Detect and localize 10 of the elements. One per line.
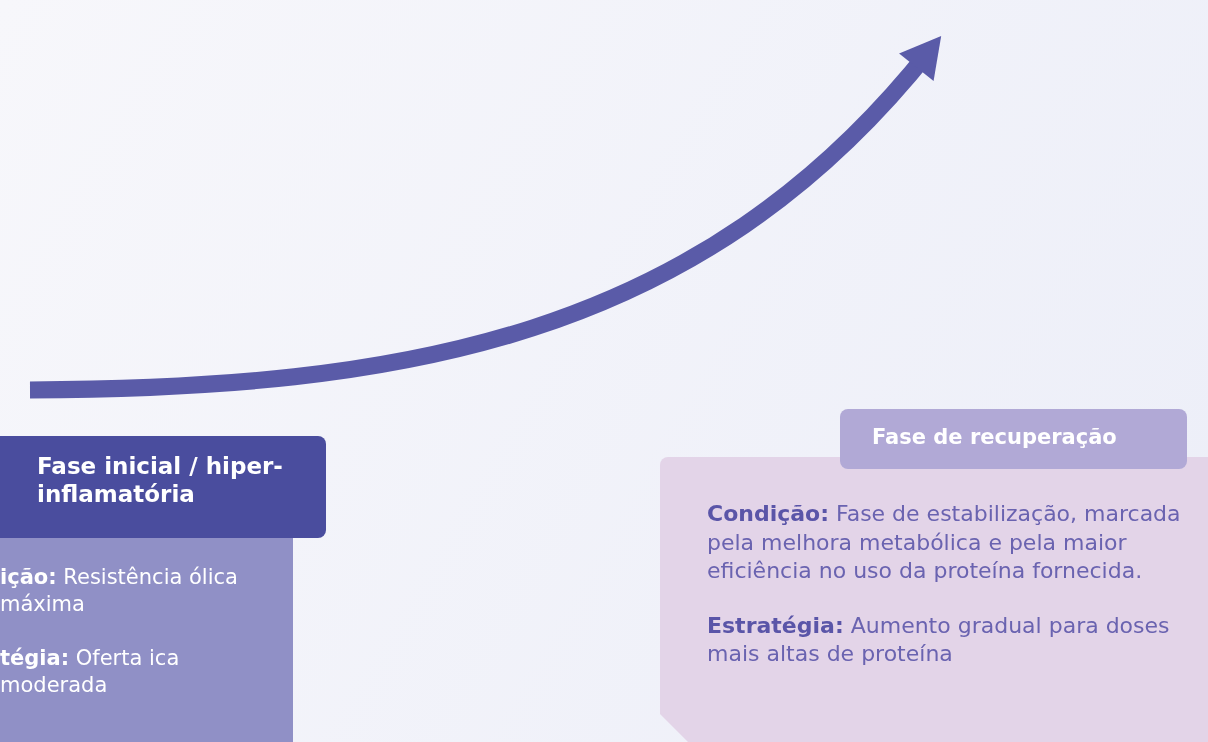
phase-header-tab [0, 436, 326, 538]
phase-title: Fase de recuperação [872, 425, 1118, 451]
phase-info-panel [660, 457, 1208, 742]
phase-title: Fase inicial / hiper-inflamatória [37, 453, 284, 509]
phase-info-panel [0, 538, 293, 742]
phase-description: tégia: Oferta ica moderada [0, 644, 181, 699]
phase-description: ição: Resistência ólica máxima [0, 564, 239, 619]
phase-description: Estratégia: Aumento gradual para doses mais altas de proteína [707, 611, 1171, 669]
phase-header-tab [840, 409, 1187, 469]
phase-description: Condição: Fase de estabilização, marcada pela melhora metabólica e pela maior eficiência no uso da proteína fornecida. [707, 500, 1182, 586]
